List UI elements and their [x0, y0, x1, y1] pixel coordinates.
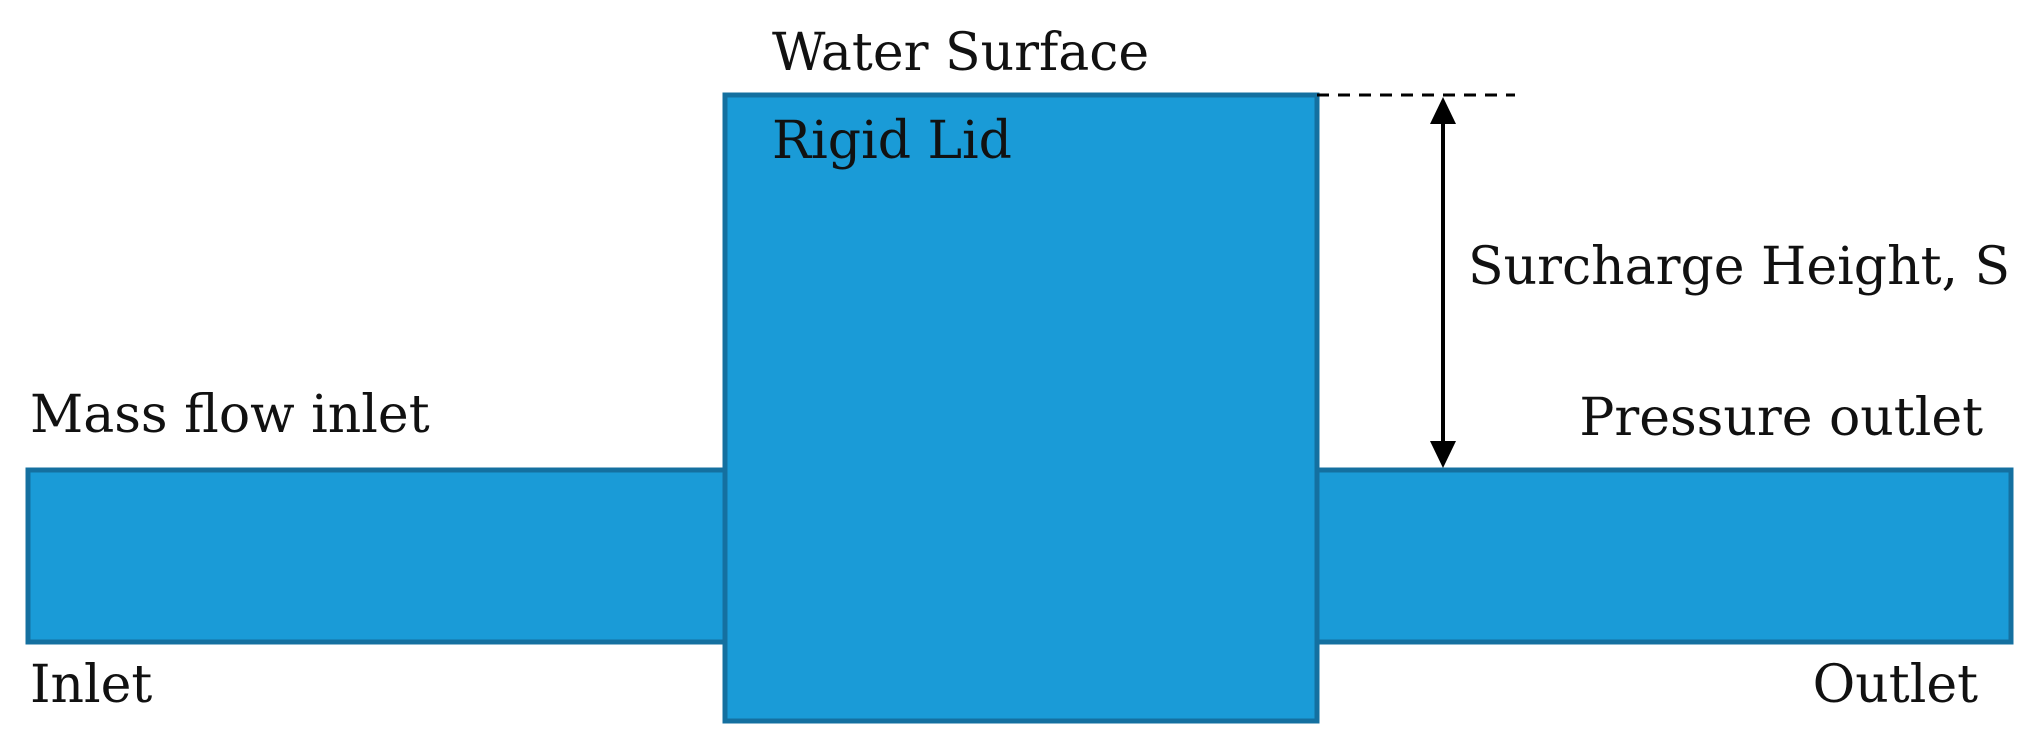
surcharge-height-arrowhead-top	[1430, 97, 1456, 124]
inlet-label: Inlet	[30, 655, 152, 715]
outlet-label: Outlet	[1813, 655, 1978, 715]
outlet-pipe	[1314, 467, 2014, 645]
rigid-lid-label: Rigid Lid	[772, 111, 1012, 171]
water-surface-label: Water Surface	[772, 23, 1149, 83]
manhole-chamber	[722, 92, 1320, 724]
mass-flow-inlet-label: Mass flow inlet	[30, 385, 430, 445]
inlet-pipe	[25, 467, 728, 645]
surcharge-height-arrow	[1430, 97, 1456, 468]
surcharge-height-arrowhead-bottom	[1430, 441, 1456, 468]
surcharge-height-label: Surcharge Height, S	[1468, 237, 2010, 297]
pressure-outlet-label: Pressure outlet	[1579, 388, 1983, 448]
